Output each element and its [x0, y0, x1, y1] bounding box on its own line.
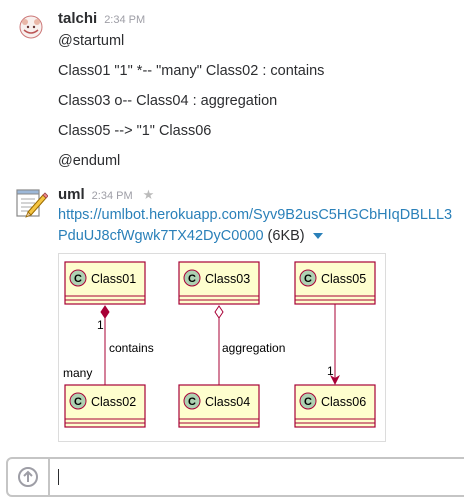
- relation-label: contains: [109, 341, 154, 355]
- class-icon: [299, 392, 317, 410]
- uml-diagram-preview[interactable]: 1 contains many aggregation 1 C Class01 …: [58, 253, 386, 442]
- class-icon-letter: C: [74, 273, 82, 285]
- multiplicity-label: 1: [97, 318, 104, 332]
- class-box: C Class02: [64, 384, 146, 428]
- class-name: Class05: [321, 272, 366, 286]
- aggregation-diamond: [214, 305, 224, 319]
- avatar-talchi[interactable]: [14, 10, 48, 44]
- composition-diamond: [100, 305, 110, 319]
- class-box: C Class04: [178, 384, 260, 428]
- class-icon: [299, 269, 317, 287]
- message-text-line: Class05 --> "1" Class06: [58, 123, 212, 139]
- class-name: Class03: [205, 272, 250, 286]
- class-box: C Class03: [178, 261, 260, 305]
- class-icon: [183, 269, 201, 287]
- message-header: talchi 2:34 PM: [58, 10, 145, 27]
- file-link-line2-row: PduUJ8cfWgwk7TX42DyC0000 (6KB): [58, 228, 323, 244]
- class-icon-letter: C: [304, 273, 312, 285]
- multiplicity-label: 1: [327, 364, 334, 378]
- message-uml: uml 2:34 PM ★ https://umlbot.herokuapp.c…: [0, 180, 464, 450]
- class-name: Class06: [321, 395, 366, 409]
- upload-arrow-icon: [18, 467, 38, 487]
- message-text-line: @startuml: [58, 33, 125, 49]
- class-icon-letter: C: [188, 396, 196, 408]
- avatar-uml[interactable]: [14, 186, 48, 220]
- talchi-avatar-icon: [19, 15, 43, 39]
- file-link-line1[interactable]: https://umlbot.herokuapp.com/Syv9B2usC5H…: [58, 207, 453, 223]
- class-icon-letter: C: [74, 396, 82, 408]
- star-icon[interactable]: ★: [142, 187, 155, 202]
- class-box: C Class05: [294, 261, 376, 305]
- message-text-line: @enduml: [58, 153, 121, 169]
- notepad-pencil-icon: [16, 189, 48, 218]
- class-icon-letter: C: [188, 273, 196, 285]
- multiplicity-label: many: [63, 366, 92, 380]
- class-icon: [69, 269, 87, 287]
- class-icon: [183, 392, 201, 410]
- class-name: Class04: [205, 395, 250, 409]
- message-header: uml 2:34 PM ★: [58, 186, 154, 203]
- upload-button[interactable]: [8, 459, 50, 495]
- sender-name[interactable]: talchi: [58, 10, 98, 27]
- file-link-line2[interactable]: PduUJ8cfWgwk7TX42DyC0000: [58, 228, 264, 244]
- message-input[interactable]: [60, 465, 444, 491]
- uml-diagram: 1 contains many aggregation 1 C Class01 …: [63, 261, 376, 428]
- chevron-down-icon[interactable]: [312, 233, 323, 240]
- class-icon-letter: C: [304, 396, 312, 408]
- timestamp[interactable]: 2:34 PM: [104, 14, 146, 26]
- class-icon: [69, 392, 87, 410]
- class-name: Class02: [91, 395, 136, 409]
- class-box: C Class06: [294, 384, 376, 428]
- message-text-line: Class03 o-- Class04 : aggregation: [58, 93, 278, 109]
- message-talchi: talchi 2:34 PM @startuml Class01 "1" *--…: [0, 0, 464, 180]
- file-size: (6KB): [267, 228, 305, 244]
- message-text-line: Class01 "1" *-- "many" Class02 : contain…: [58, 63, 325, 79]
- sender-name[interactable]: uml: [58, 186, 85, 203]
- relation-label: aggregation: [222, 341, 285, 355]
- class-name: Class01: [91, 272, 136, 286]
- timestamp[interactable]: 2:34 PM: [91, 190, 133, 202]
- message-composer: [6, 457, 464, 497]
- text-cursor: [58, 469, 59, 485]
- class-box: C Class01: [64, 261, 146, 305]
